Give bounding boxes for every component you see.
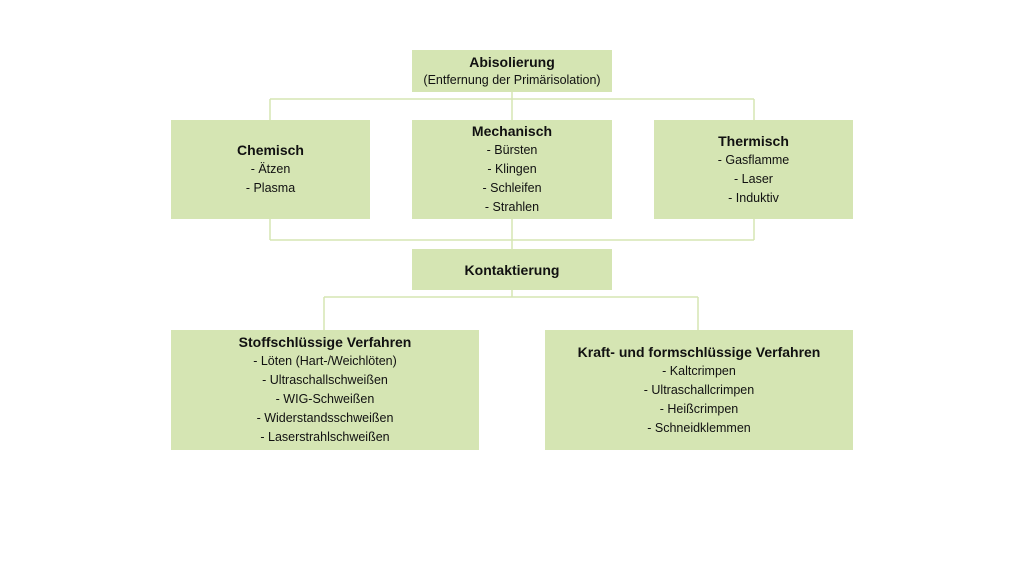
stoffschluessig-title: Stoffschlüssige Verfahren xyxy=(238,334,412,350)
chemisch-title: Chemisch xyxy=(237,142,304,158)
stoffschluessig-item: - Widerstandsschweißen xyxy=(256,411,394,425)
stoffschluessig-item: - Löten (Hart-/Weichlöten) xyxy=(253,354,397,368)
chemisch-item: - Ätzen xyxy=(250,162,291,176)
kraftschluessig-item: - Ultraschallcrimpen xyxy=(643,382,755,397)
kraftschluessig-item: - Kaltcrimpen xyxy=(662,363,736,378)
abisolierung-box: Abisolierung (Entfernung der Primärisola… xyxy=(412,50,612,92)
thermisch-item: - Induktiv xyxy=(728,190,779,205)
chemisch-box: Chemisch - Ätzen - Plasma xyxy=(171,120,370,219)
mechanisch-item: - Schleifen xyxy=(482,181,542,195)
abisolierung-subtitle: (Entfernung der Primärisolation) xyxy=(423,73,601,87)
mechanisch-title: Mechanisch xyxy=(471,123,553,139)
chemisch-item: - Plasma xyxy=(245,181,296,195)
stoffschluessig-item: - Laserstrahlschweißen xyxy=(260,430,390,444)
abisolierung-title: Abisolierung xyxy=(469,54,555,70)
kraftschluessig-box: Kraft- und formschlüssige Verfahren - Ka… xyxy=(545,330,853,450)
thermisch-box: Thermisch - Gasflamme - Laser - Induktiv xyxy=(654,120,853,219)
kraftschluessig-title: Kraft- und formschlüssige Verfahren xyxy=(577,343,821,360)
stoffschluessig-item: - WIG-Schweißen xyxy=(275,392,375,406)
mechanisch-item: - Strahlen xyxy=(484,200,540,214)
mechanisch-box: Mechanisch - Bürsten - Klingen - Schleif… xyxy=(412,120,612,219)
mechanisch-item: - Klingen xyxy=(487,162,537,176)
kontaktierung-title: Kontaktierung xyxy=(464,261,560,278)
thermisch-item: - Laser xyxy=(734,171,773,186)
thermisch-item: - Gasflamme xyxy=(717,152,790,167)
stoffschluessig-box: Stoffschlüssige Verfahren - Löten (Hart-… xyxy=(171,330,479,450)
kraftschluessig-item: - Schneidklemmen xyxy=(647,420,751,435)
kontaktierung-box: Kontaktierung xyxy=(412,249,612,290)
mechanisch-item: - Bürsten xyxy=(486,143,538,157)
thermisch-title: Thermisch xyxy=(718,132,789,149)
kraftschluessig-item: - Heißcrimpen xyxy=(659,401,739,416)
stoffschluessig-item: - Ultraschallschweißen xyxy=(262,373,388,387)
